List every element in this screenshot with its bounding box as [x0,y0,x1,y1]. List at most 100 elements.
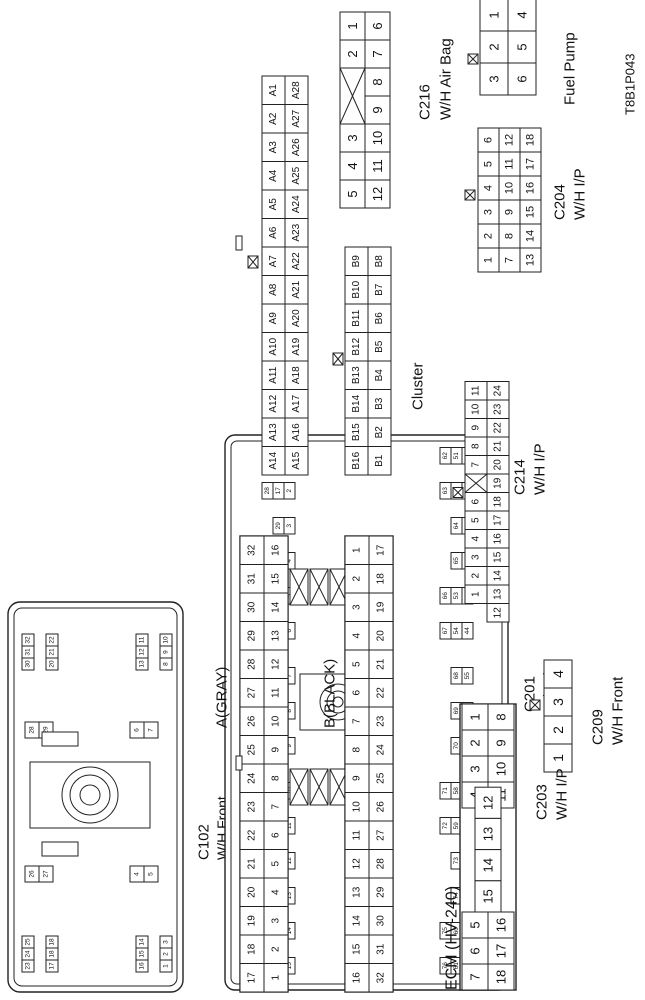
c102-pin-26: 26 [29,870,36,878]
b_black-pin-1: 1 [352,547,363,553]
b_black-pin-26: 26 [376,801,387,813]
c102-pin-9: 9 [163,650,170,654]
a_gray-pin-29: 29 [247,630,258,642]
c214-latch-diag-b [452,487,464,498]
cluster-A9: A9 [268,312,279,325]
c204-pin-7: 7 [504,257,516,263]
a_gray-pin-5: 5 [271,861,282,867]
c214-pin-9: 9 [471,425,482,431]
c102-pin-27-box [38,865,54,883]
a_gray-pin-7: 7 [271,804,282,810]
c102-pin-1: 1 [163,964,170,968]
c204-pin-3: 3 [483,209,495,215]
c102-pin-21: 21 [49,648,56,656]
c209-pin-1: 1 [550,754,566,762]
c201-pin-76: 76 [442,962,449,970]
c204-pin-14: 14 [525,230,537,242]
a_gray-pin-14: 14 [271,601,282,613]
cluster-B7: B7 [374,283,385,296]
a_gray-title: A(GRAY) [214,667,231,728]
c201-pin-68: 68 [453,672,460,680]
b_black-pin-9: 9 [352,775,363,781]
c102-pin-18: 18 [49,938,56,946]
c201-pin-65: 65 [453,557,460,565]
c201-pin-44: 44 [464,627,471,635]
c204-pin-9: 9 [504,209,516,215]
a_gray-pin-22: 22 [247,829,258,841]
c204-pin-11: 11 [504,158,516,169]
c209-title: C209 [590,709,607,745]
b_black-pin-16: 16 [352,972,363,984]
fuel_pump-title: Fuel Pump [562,32,579,105]
c102-pin-7: 7 [148,728,155,732]
c102-pin-11-box [135,633,149,647]
c201-pin-58: 58 [453,787,460,795]
cluster-B16: B16 [351,451,362,469]
b_black-pin-17: 17 [376,544,387,556]
c204-pin-13-box [519,247,542,273]
fuel-pump-pin-4: 4 [515,11,530,18]
c214-pin-17: 17 [493,514,504,526]
c201-pin-73: 73 [453,857,460,865]
ecm-pin-5: 5 [468,921,483,928]
cluster-A6: A6 [268,226,279,239]
ecm-pin-10: 10 [494,762,509,776]
b_black-pin-7: 7 [352,718,363,724]
cluster-B3: B3 [374,397,385,410]
c201-center-ring-core [332,696,344,708]
c209-pin-4: 4 [550,670,566,678]
c216-pin-4: 4 [345,162,360,169]
c102-pin-14: 14 [139,938,146,946]
c214-pin-15: 15 [493,551,504,563]
c102-pin-12: 12 [139,648,146,656]
c102-pin-7-box [143,721,159,739]
b_black-pin-14: 14 [352,915,363,927]
cluster-A3: A3 [268,141,279,154]
c204-subtitle: W/H I/P [572,168,589,220]
c102-pin-14-box [135,935,149,949]
cluster-A15: A15 [291,451,302,469]
cluster-A1: A1 [268,84,279,97]
cluster-A28: A28 [291,81,302,99]
fuel-pump-pin-1: 1 [487,11,502,18]
c216-pin-9: 9 [370,106,385,113]
c102-pin-20: 20 [49,660,56,668]
c214-subtitle: W/H I/P [532,443,549,495]
c102-center-ring-inner [79,784,101,806]
c102-pin-5: 5 [148,872,155,876]
c214-pin-13: 13 [493,588,504,600]
c214-pin-21: 21 [493,440,504,452]
c201-pin-6: 6 [286,629,293,633]
c209-pin-4-box [543,659,573,689]
c204-pin-17: 17 [525,158,537,170]
c216-pin-5: 5 [345,190,360,197]
c201-pin-71: 71 [442,787,449,795]
c214-title: C214 [512,459,529,495]
c102-pin-17: 17 [49,962,56,970]
b_black-pin-20: 20 [376,630,387,642]
cluster-B5: B5 [374,340,385,353]
ecm-pin-8: 8 [494,713,509,720]
b_black-pin-8: 8 [352,747,363,753]
c201-pin-53: 53 [453,592,460,600]
a_gray-pin-8: 8 [271,775,282,781]
c204-pin-12: 12 [504,134,516,146]
cluster-A10: A10 [268,337,279,355]
cluster-latch-b-diag-b [332,352,344,366]
c204-pin-10: 10 [504,182,516,194]
cluster-A5: A5 [268,198,279,211]
c204-pin-15: 15 [525,206,537,218]
c201-pin-51: 51 [453,452,460,460]
c214-pin-10: 10 [471,403,482,415]
c214-pin-16: 16 [493,533,504,545]
c201-pin-2: 2 [286,489,293,493]
c214-keyway-diag-b [464,473,488,493]
a_gray-pin-19: 19 [247,915,258,927]
c201-pin-70: 70 [453,742,460,750]
c214-pin-22: 22 [493,422,504,434]
c102-pin-25-box [21,935,35,949]
ecm-pin-9: 9 [494,739,509,746]
c201-pin-64: 64 [453,522,460,530]
b_black-pin-3: 3 [352,604,363,610]
